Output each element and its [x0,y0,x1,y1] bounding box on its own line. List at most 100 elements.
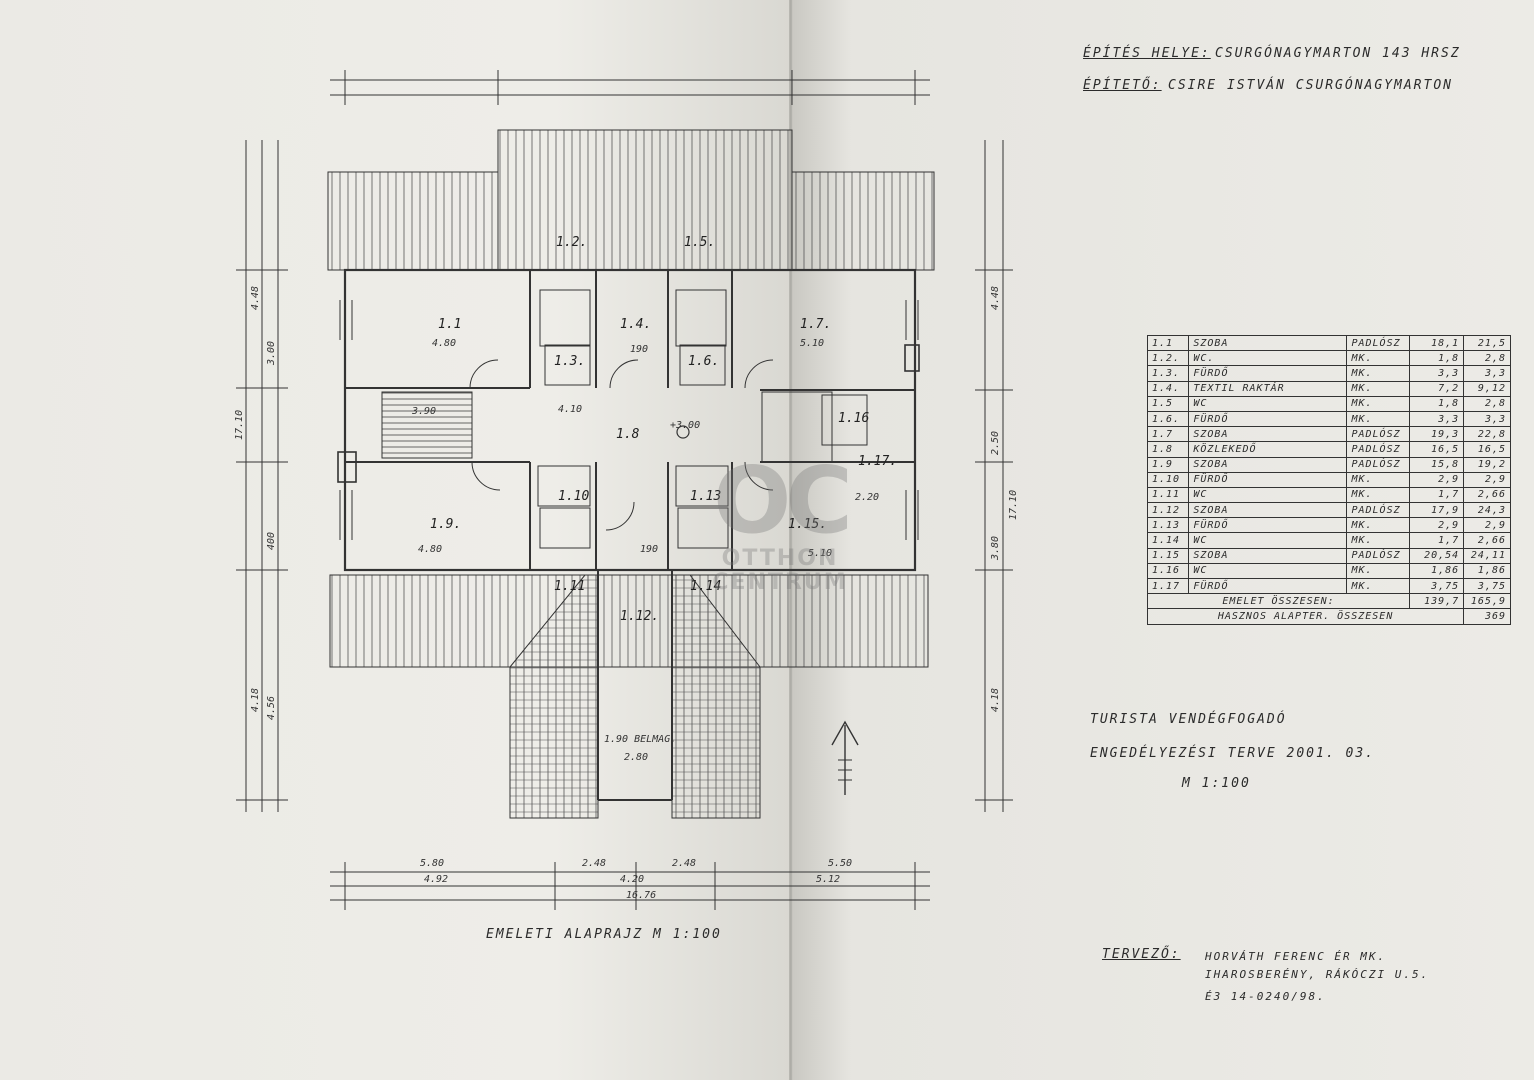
floor-total-a2: 165,9 [1463,593,1511,610]
room-cell-id: 1.3. [1146,365,1190,382]
dim-1676: 16.76 [626,890,656,901]
room-cell-name: FÜRDŐ [1188,517,1348,534]
site-value: CSURGÓNAGYMARTON 143 HRSZ [1215,46,1461,61]
watermark-otthon: OTTHON [721,546,839,571]
room-cell-name: KÖZLEKEDŐ [1188,441,1348,458]
table-total-row: EMELET ÖSSZESEN: 139,7 165,9 [1146,593,1511,610]
dim-410: 4.10 [558,404,582,415]
room-cell-id: 1.13 [1146,517,1190,534]
dim-456: 4.56 [266,696,277,720]
roof-top-left [327,171,499,271]
room-1-5-label: 1.5. [684,235,715,250]
room-cell-a2: 3,3 [1463,410,1511,428]
plan-title: EMELETI ALAPRAJZ M 1:100 [486,927,722,942]
watermark-oc: OC [713,447,853,554]
room-1-6-label: 1.6. [688,354,719,369]
room-cell-a1: 16,5 [1409,441,1465,458]
dim-400: 400 [266,532,277,550]
room-cell-id: 1.1 [1146,334,1190,352]
room-cell-floor: PADLÓSZ [1346,441,1411,458]
room-cell-a2: 2,66 [1463,532,1511,549]
room-cell-name: WC [1188,532,1348,549]
room-cell-name: WC [1188,562,1348,580]
room-cell-floor: MK. [1346,471,1411,488]
room-cell-a2: 2,9 [1463,471,1511,488]
dim-380: 3.80 [990,536,1001,561]
designer-label: TERVEZŐ: [1102,947,1181,962]
dim-512: 5.12 [816,874,840,885]
room-cell-name: WC [1188,395,1348,412]
room-cell-a2: 19,2 [1463,456,1511,473]
room-cell-floor: MK. [1346,577,1411,595]
room-cell-a2: 1,86 [1463,562,1511,580]
room-cell-a1: 1,7 [1409,532,1465,549]
room-cell-a2: 3,3 [1463,365,1511,382]
dim-418-left: 4.18 [250,688,261,712]
dim-220: 2.20 [855,492,879,503]
room-cell-a2: 22,8 [1463,426,1511,443]
designer-name: HORVÁTH FERENC ÉR MK. [1205,950,1387,963]
room-cell-id: 1.16 [1146,562,1190,580]
room-cell-a2: 2,8 [1463,395,1511,412]
dim-belmag: 1.90 BELMAG. [604,734,676,745]
room-cell-floor: MK. [1346,517,1411,534]
floor-total-label: EMELET ÖSSZESEN: [1146,593,1411,610]
room-cell-floor: PADLÓSZ [1346,547,1411,564]
room-cell-id: 1.12 [1146,502,1190,519]
project-name: TURISTA VENDÉGFOGADÓ [1090,712,1287,727]
room-cell-name: SZOBA [1188,426,1348,443]
room-1-3-label: 1.3. [554,354,585,369]
room-cell-id: 1.8 [1146,441,1190,458]
room-cell-name: FÜRDŐ [1188,577,1348,595]
room-cell-a1: 2,9 [1409,517,1465,534]
table-base-row: HASZNOS ALAPTER. ÖSSZESEN 369 [1146,608,1511,625]
roof-top-right [791,171,935,271]
dim-1710-right: 17.10 [1008,490,1019,520]
room-cell-a1: 1,86 [1409,562,1465,580]
dim-190-bottom: 190 [640,544,658,555]
elevation-mark: +3.00 [670,420,700,431]
dim-248-right: 2.48 [672,858,696,869]
designer-registration: É3 14-0240/98. [1205,990,1326,1003]
dim-300: 3.00 [266,341,277,366]
dim-492: 4.92 [424,874,448,885]
watermark-centrum: CENTRUM [712,570,848,595]
room-cell-a2: 3,75 [1463,577,1511,595]
dim-480-bottom: 4.80 [418,544,442,555]
room-cell-floor: PADLÓSZ [1346,502,1411,519]
room-cell-floor: MK. [1346,532,1411,549]
room-cell-floor: MK. [1346,395,1411,412]
roof-top-center [497,129,793,271]
room-cell-floor: MK. [1346,365,1411,382]
room-cell-id: 1.7 [1146,426,1190,443]
dim-580: 5.80 [420,858,444,869]
dim-1710-left: 17.10 [234,410,245,440]
room-cell-a1: 2,9 [1409,471,1465,488]
room-cell-name: SZOBA [1188,502,1348,519]
project-scale: M 1:100 [1182,776,1251,791]
room-cell-name: SZOBA [1188,334,1348,352]
dim-448-right: 4.48 [990,286,1001,310]
room-cell-name: WC [1188,486,1348,504]
room-cell-id: 1.14 [1146,532,1190,549]
room-cell-a2: 16,5 [1463,441,1511,458]
room-cell-floor: PADLÓSZ [1346,426,1411,443]
dim-250: 2.50 [990,431,1001,455]
room-cell-a2: 2,66 [1463,486,1511,504]
dim-550: 5.50 [828,858,852,869]
room-cell-a1: 3,3 [1409,365,1465,382]
room-cell-a1: 17,9 [1409,502,1465,519]
project-phase: ENGEDÉLYEZÉSI TERVE 2001. 03. [1090,746,1375,761]
